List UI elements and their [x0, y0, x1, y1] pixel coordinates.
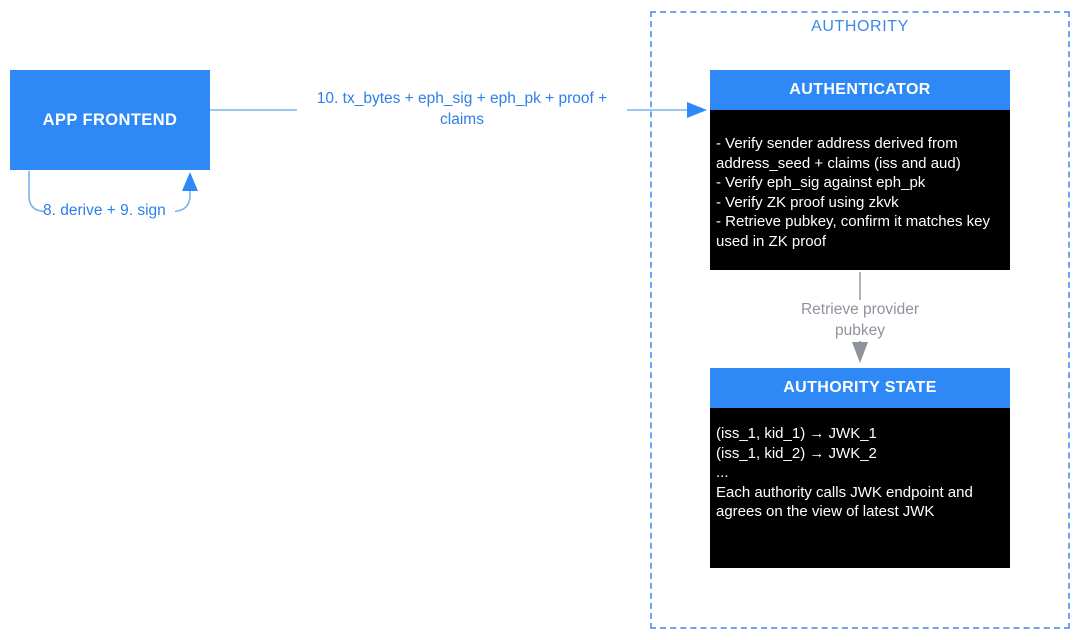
authority-state-header: AUTHORITY STATE: [710, 368, 1010, 408]
authenticator-body-line: - Verify sender address derived from add…: [716, 135, 961, 172]
tx-flow-label: 10. tx_bytes + eph_sig + eph_pk + proof …: [297, 89, 627, 130]
authenticator-header: AUTHENTICATOR: [710, 70, 1010, 110]
app-frontend-label: APP FRONTEND: [42, 110, 178, 129]
authenticator-node: AUTHENTICATOR - Verify sender address de…: [710, 70, 1010, 270]
authenticator-body: - Verify sender address derived from add…: [710, 110, 1010, 270]
authority-group-container: AUTHORITY: [650, 11, 1070, 629]
authenticator-body-line: - Verify eph_sig against eph_pk: [716, 174, 926, 191]
retrieve-pubkey-label: Retrieve provider pubkey: [795, 300, 925, 341]
app-frontend-node: APP FRONTEND: [10, 70, 210, 170]
derive-sign-label: 8. derive + 9. sign: [43, 202, 166, 219]
authenticator-body-line: - Retrieve pubkey, confirm it matches ke…: [716, 213, 990, 250]
authenticator-body-line: - Verify ZK proof using zkvk: [716, 193, 899, 211]
authority-state-body: (iss_1, kid_1) → JWK_1 (iss_1, kid_2) → …: [710, 408, 1010, 568]
authority-state-body-line: ...: [716, 464, 729, 481]
authority-state-body-line: Each authority calls JWK endpoint and ag…: [716, 483, 973, 521]
authority-state-body-line: (iss_1, kid_1) → JWK_1: [716, 425, 877, 442]
authority-state-body-line: (iss_1, kid_2) → JWK_2: [716, 444, 877, 462]
arrowhead-up-icon: [182, 172, 198, 191]
authority-state-node: AUTHORITY STATE (iss_1, kid_1) → JWK_1 (…: [710, 368, 1010, 568]
authority-group-title: AUTHORITY: [811, 18, 909, 35]
